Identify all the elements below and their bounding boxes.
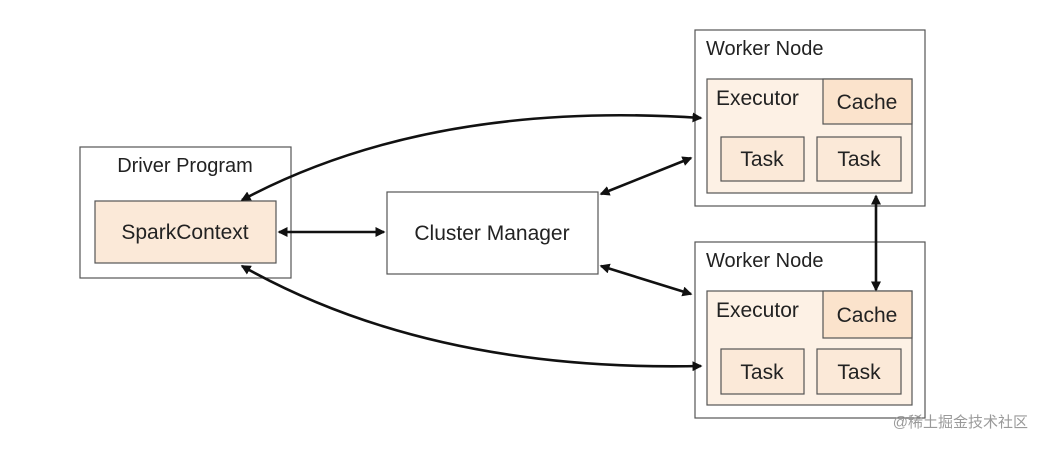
edge-driver-worker-bottom <box>240 264 703 372</box>
driver-program-title: Driver Program <box>117 155 253 177</box>
task-top-right: Task <box>816 136 902 182</box>
executor-top-label: Executor <box>716 87 799 110</box>
cluster-manager-node: Cluster Manager <box>386 191 599 275</box>
executor-bottom-label: Executor <box>716 299 799 322</box>
task-bottom-left-label: Task <box>740 361 784 384</box>
task-top-left: Task <box>720 136 805 182</box>
edge-driver-worker-top <box>240 112 703 202</box>
spark-context-label: SparkContext <box>121 221 248 244</box>
task-top-left-label: Task <box>740 148 784 171</box>
task-bottom-right-label: Task <box>837 361 881 384</box>
edge-cluster-manager-worker-top <box>599 156 693 196</box>
edge-cluster-manager-worker-bottom <box>599 263 693 297</box>
task-bottom-left: Task <box>720 348 805 395</box>
worker-node-top: Worker Node Executor Cache Task Task <box>694 29 926 207</box>
cluster-manager-label: Cluster Manager <box>414 222 569 245</box>
worker-node-top-title: Worker Node <box>706 38 823 60</box>
executor-top: Executor Cache Task Task <box>706 78 913 194</box>
cache-bottom-label: Cache <box>837 304 898 327</box>
cache-top-label: Cache <box>837 91 898 114</box>
task-bottom-right: Task <box>816 348 902 395</box>
watermark-text: @稀土掘金技术社区 <box>893 414 1028 431</box>
executor-bottom: Executor Cache Task Task <box>706 290 913 406</box>
worker-node-bottom-title: Worker Node <box>706 250 823 272</box>
cache-top: Cache <box>822 78 913 125</box>
cache-bottom: Cache <box>822 290 913 339</box>
task-top-right-label: Task <box>837 148 881 171</box>
driver-program-node: Driver Program SparkContext <box>79 146 292 279</box>
worker-node-bottom: Worker Node Executor Cache Task Task <box>694 241 926 419</box>
spark-context-node: SparkContext <box>94 200 277 264</box>
